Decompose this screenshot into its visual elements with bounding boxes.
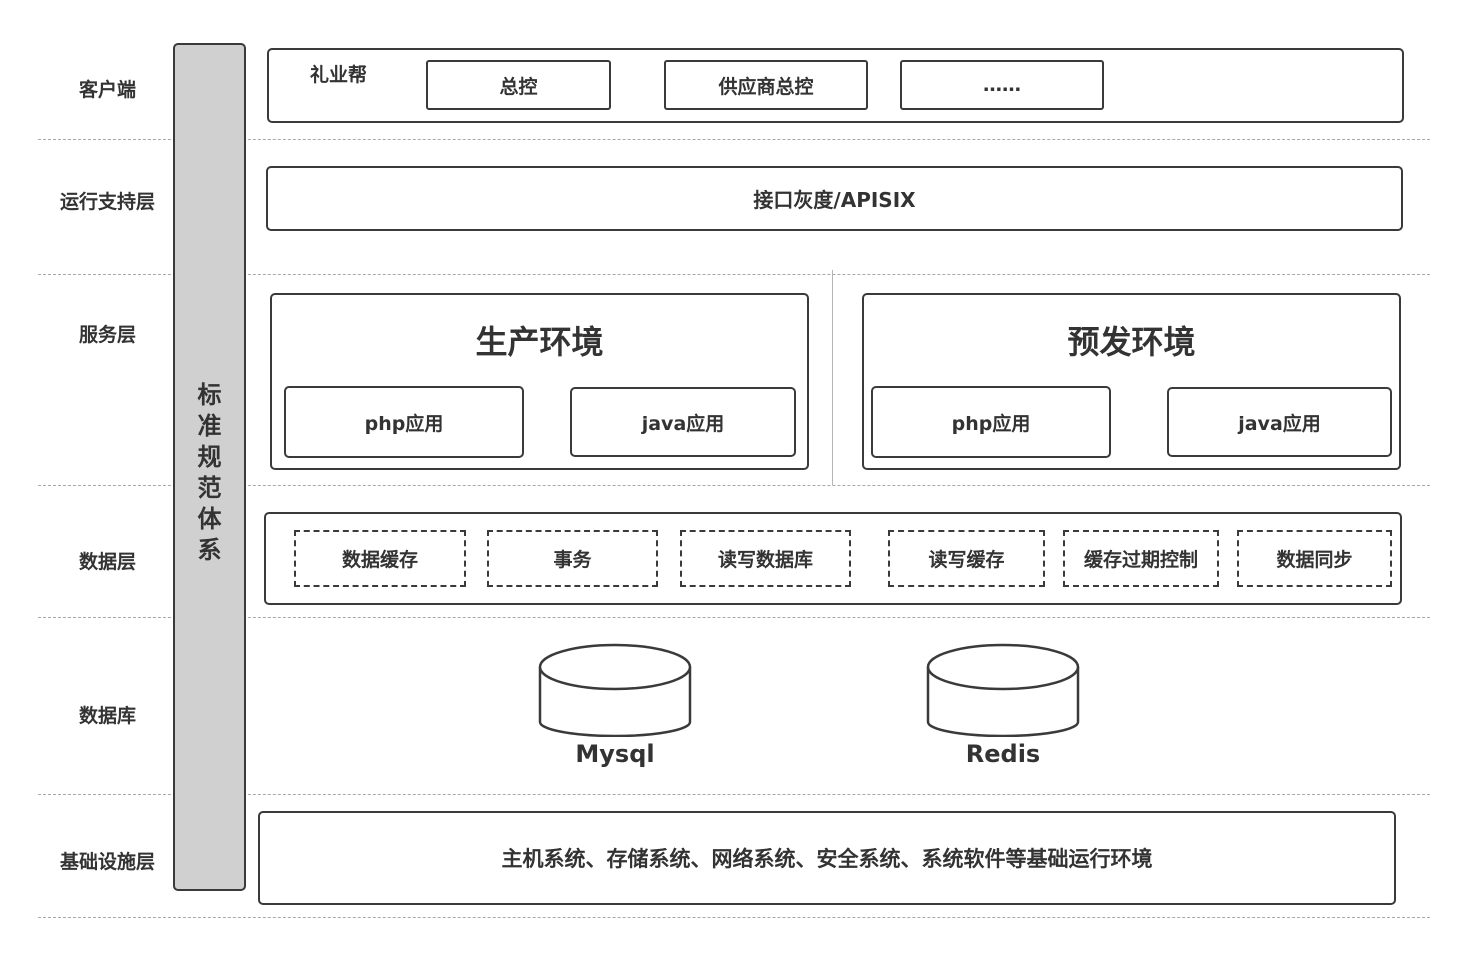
data-item: 数据同步 [1237, 530, 1392, 587]
redis-database-icon [926, 643, 1080, 737]
data-item: 读写缓存 [888, 530, 1045, 587]
redis-label: Redis [965, 740, 1041, 768]
layer-label-infrastructure: 基础设施层 [59, 851, 155, 873]
client-item: 供应商总控 [664, 60, 868, 110]
mysql-label: Mysql [575, 740, 655, 768]
layer-label-service: 服务层 [78, 324, 136, 346]
layer-separator [38, 617, 1430, 618]
standards-sidebar: 标准规范体系 [173, 43, 246, 891]
layer-label-data: 数据层 [78, 551, 136, 573]
runtime-layer-box: 接口灰度/APISIX [266, 166, 1403, 231]
layer-label-client: 客户端 [78, 79, 136, 101]
layer-label-database: 数据库 [78, 705, 136, 727]
sidebar-label: 标准规范体系 [197, 381, 222, 564]
layer-label-runtime-support: 运行支持层 [59, 191, 155, 213]
production-env-title: 生产环境 [475, 323, 604, 361]
staging-env-title: 预发环境 [1067, 323, 1196, 361]
client-item: …… [900, 60, 1104, 110]
runtime-label: 接口灰度/APISIX [753, 188, 916, 212]
data-item: 缓存过期控制 [1063, 530, 1219, 587]
layer-separator [38, 274, 1430, 275]
data-item: 事务 [487, 530, 658, 587]
production-php-app: php应用 [284, 386, 524, 458]
layer-separator [38, 917, 1430, 918]
client-app-name: 礼业帮 [310, 64, 368, 86]
data-item: 读写数据库 [680, 530, 851, 587]
data-item: 数据缓存 [294, 530, 466, 587]
layer-separator [38, 794, 1430, 795]
client-item: 总控 [426, 60, 611, 110]
layer-separator [38, 139, 1430, 140]
infrastructure-label: 主机系统、存储系统、网络系统、安全系统、系统软件等基础运行环境 [501, 847, 1153, 871]
infrastructure-layer-box: 主机系统、存储系统、网络系统、安全系统、系统软件等基础运行环境 [258, 811, 1396, 905]
staging-php-app: php应用 [871, 386, 1111, 458]
mysql-database-icon [538, 643, 692, 737]
layer-separator [38, 485, 1430, 486]
staging-java-app: java应用 [1167, 387, 1392, 457]
service-divider [832, 270, 833, 485]
production-java-app: java应用 [570, 387, 796, 457]
